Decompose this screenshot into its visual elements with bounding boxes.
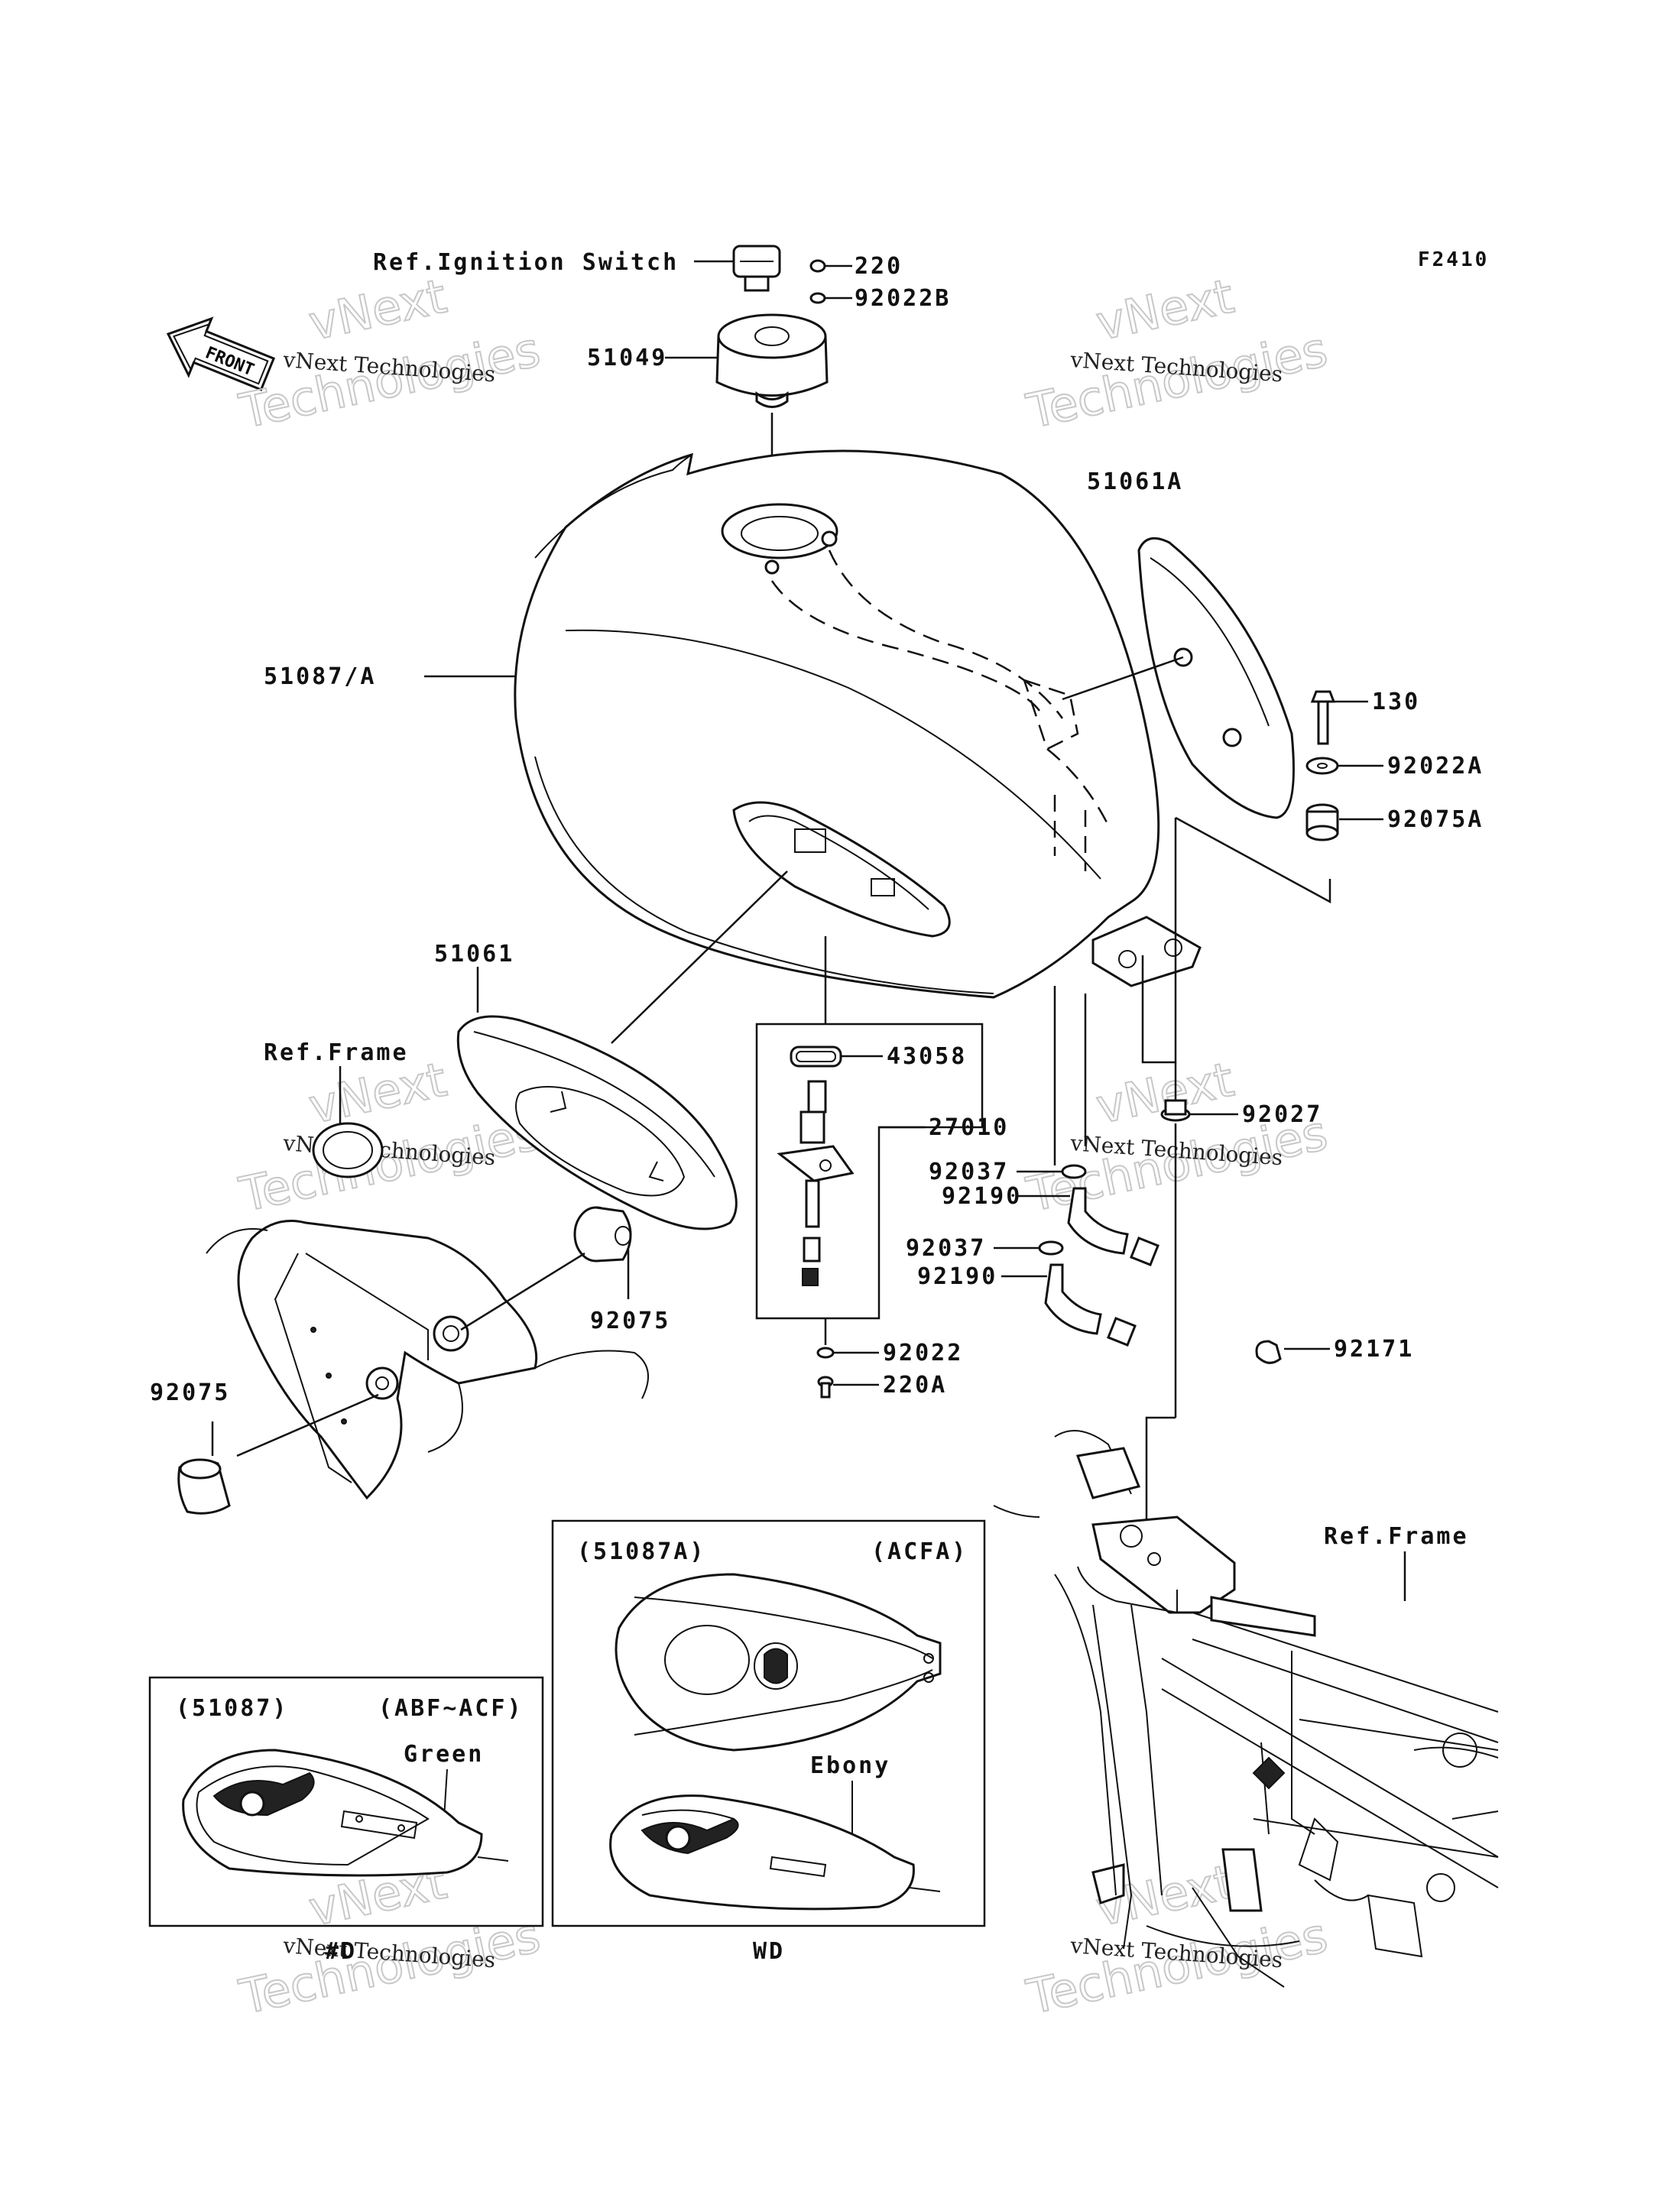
tank-side-view-ebony xyxy=(609,1794,941,1911)
inset-left-code: (ABF~ACF) xyxy=(378,1695,524,1722)
washer-92022A xyxy=(1305,757,1383,775)
label-51061: 51061 xyxy=(434,941,514,968)
inset-left-part: (51087) xyxy=(176,1695,288,1722)
inset-right: (51087A) (ACFA) Ebony WD xyxy=(551,1519,986,1965)
label-92022: 92022 xyxy=(883,1340,963,1366)
screw-220 xyxy=(809,259,852,273)
grommet-92075A xyxy=(1305,803,1383,841)
watermark-top-right: vNext Technologies vNext Technologies xyxy=(1021,267,1333,440)
inset-right-color: Ebony xyxy=(810,1752,890,1779)
label-27010: 27010 xyxy=(929,1114,1009,1141)
side-cover-51061A xyxy=(1137,536,1295,819)
label-92190-upper: 92190 xyxy=(942,1183,1022,1210)
inset-left: (51087) (ABF~ACF) Green #D xyxy=(148,1676,544,1965)
fuel-pump-27010 xyxy=(777,1080,855,1286)
bolt-130 xyxy=(1310,690,1368,745)
svg-text:Technologies: Technologies xyxy=(1022,321,1332,439)
label-92171: 92171 xyxy=(1334,1336,1414,1363)
tank-side-view-green xyxy=(182,1749,509,1877)
clamp-92037-lower xyxy=(994,1240,1064,1256)
label-92190-lower: 92190 xyxy=(917,1263,997,1290)
label-92075-left: 92075 xyxy=(150,1379,230,1406)
inset-left-footer: #D xyxy=(325,1938,357,1965)
cushion-92075-left xyxy=(177,1458,231,1515)
label-92022A: 92022A xyxy=(1387,753,1484,780)
svg-text:Technologies: Technologies xyxy=(235,321,545,439)
frame-left xyxy=(206,1122,649,1500)
label-ref-frame-left: Ref.Frame xyxy=(264,1039,409,1066)
label-92075A: 92075A xyxy=(1387,806,1484,833)
washer-92022 xyxy=(816,1347,879,1359)
inset-right-footer: WD xyxy=(753,1938,785,1965)
watermark-bottom-right: vNext Technologies vNext Technologies xyxy=(1021,1853,1333,2026)
inset-right-code: (ACFA) xyxy=(871,1538,968,1565)
diagram-code: F2410 xyxy=(1418,248,1489,271)
washer-92022B xyxy=(809,292,852,304)
cushion-92075-right xyxy=(573,1206,632,1263)
clamp-92037-upper xyxy=(1017,1164,1087,1179)
label-92075-right: 92075 xyxy=(590,1308,670,1334)
fuel-tank-51087A xyxy=(514,449,1202,999)
clip-92171 xyxy=(1255,1340,1330,1364)
label-130: 130 xyxy=(1372,689,1420,715)
label-ref-frame-right: Ref.Frame xyxy=(1324,1523,1469,1550)
inset-left-color: Green xyxy=(404,1741,484,1768)
watermark-bottom-left: vNext Technologies vNext Technologies xyxy=(234,1853,546,2026)
inset-right-part: (51087A) xyxy=(577,1538,706,1565)
label-220A: 220A xyxy=(883,1372,947,1399)
frame-right xyxy=(993,1430,1499,1988)
label-220: 220 xyxy=(855,253,903,280)
svg-text:Technologies: Technologies xyxy=(235,1104,545,1222)
ignition-switch-knob xyxy=(732,245,781,292)
svg-text:vNext: vNext xyxy=(1091,268,1238,352)
gasket-43058 xyxy=(790,1045,842,1068)
label-92037-upper: 92037 xyxy=(929,1159,1009,1185)
label-92037-lower: 92037 xyxy=(906,1235,986,1262)
fuel-cap-51049 xyxy=(715,313,829,408)
hose-92190-upper xyxy=(1017,1187,1159,1266)
screw-220A xyxy=(817,1376,879,1399)
tank-top-view xyxy=(615,1573,942,1752)
label-92022B: 92022B xyxy=(855,285,951,312)
label-ref-ignition-switch: Ref.Ignition Switch xyxy=(373,249,679,276)
svg-text:Technologies: Technologies xyxy=(235,1907,545,2024)
front-arrow-icon: FRONT xyxy=(166,316,276,391)
label-51061A: 51061A xyxy=(1087,468,1183,495)
svg-text:vNext: vNext xyxy=(1091,1052,1238,1135)
side-cover-51061 xyxy=(456,1015,738,1230)
collar-92027 xyxy=(1160,1099,1238,1122)
label-92027: 92027 xyxy=(1242,1101,1322,1128)
label-51087A: 51087/A xyxy=(264,663,376,690)
hose-92190-lower xyxy=(1001,1263,1137,1347)
svg-text:Technologies: Technologies xyxy=(1022,1907,1332,2024)
label-51049: 51049 xyxy=(587,345,667,371)
svg-text:vNext: vNext xyxy=(304,268,451,352)
label-43058: 43058 xyxy=(887,1043,967,1070)
watermark-top-left: vNext Technologies vNext Technologies xyxy=(234,267,546,440)
